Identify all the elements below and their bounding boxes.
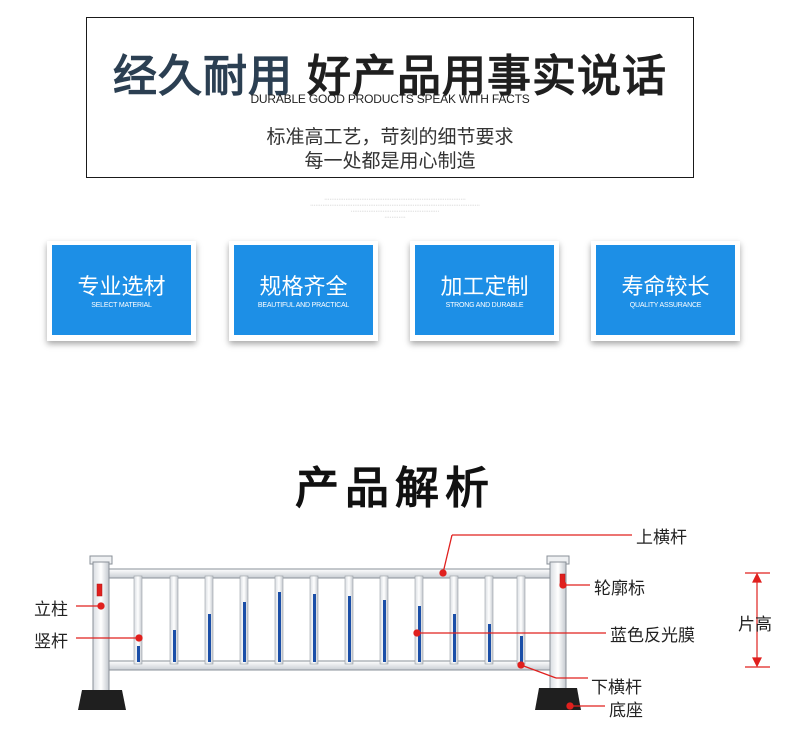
label-top-rail: 上横杆 [636, 528, 687, 548]
feature-title: 加工定制 [440, 275, 529, 300]
feature-card-specs: 规格齐全 BEAUTIFUL AND PRACTICAL [229, 241, 378, 341]
headline-part2: 好产品用事实说话 [307, 51, 667, 102]
feature-subtitle: SELECT MATERIAL [91, 302, 152, 309]
label-reflective-film: 蓝色反光膜 [610, 626, 695, 646]
label-vertical-bar: 竖杆 [34, 632, 68, 652]
feature-card-material: 专业选材 SELECT MATERIAL [47, 241, 196, 341]
label-bottom-rail: 下横杆 [591, 678, 642, 698]
label-base: 底座 [609, 701, 643, 721]
feature-subtitle: STRONG AND DURABLE [445, 302, 524, 309]
headline-part1: 经久耐用 [113, 51, 293, 102]
feature-title: 规格齐全 [259, 275, 348, 300]
vertical-bars [133, 575, 526, 665]
subheadline: DURABLE GOOD PRODUCTS SPEAK WITH FACTS [250, 92, 530, 106]
height-dimension [745, 572, 770, 668]
label-post: 立柱 [34, 600, 68, 620]
feature-title: 专业选材 [77, 275, 166, 300]
feature-subtitle: QUALITY ASSURANCE [629, 302, 702, 309]
callout-lines [76, 534, 632, 710]
feature-card-lifespan: 寿命较长 QUALITY ASSURANCE [591, 241, 740, 341]
label-panel-height: 片高 [738, 615, 772, 635]
header-box: 经久耐用好产品用事实说话 DURABLE GOOD PRODUCTS SPEAK… [86, 17, 694, 178]
label-contour-mark: 轮廓标 [594, 579, 645, 599]
description-line2: 每一处都是用心制造 [304, 150, 476, 172]
product-analysis-title: 产品解析 [295, 463, 495, 514]
left-post [78, 555, 126, 710]
decorative-fine-print: ••••••••••••••••••••••••••••••••••••••••… [310, 197, 480, 219]
description-line1: 标准高工艺，苛刻的细节要求 [266, 126, 514, 148]
feature-card-custom: 加工定制 STRONG AND DURABLE [410, 241, 559, 341]
feature-title: 寿命较长 [621, 275, 710, 300]
headline: 经久耐用好产品用事实说话 [87, 40, 693, 104]
right-post [535, 555, 581, 710]
feature-subtitle: BEAUTIFUL AND PRACTICAL [257, 302, 350, 309]
